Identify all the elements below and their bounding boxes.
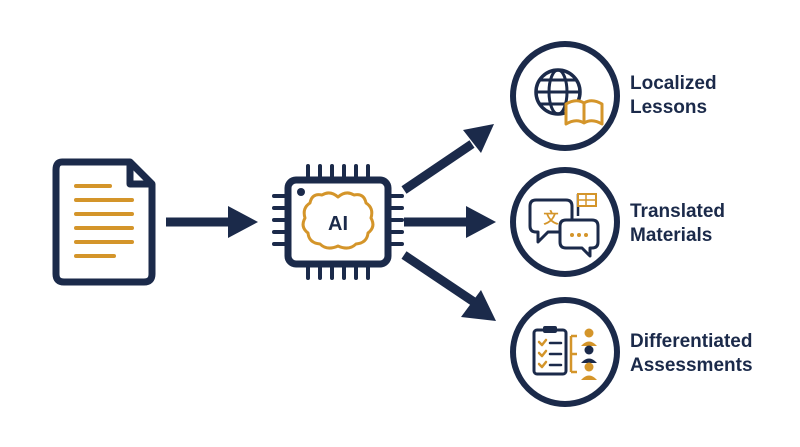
label-line: Materials [630, 225, 713, 246]
output-circle-localized [510, 41, 620, 151]
label-line: Lessons [630, 97, 708, 118]
globe-book-icon [534, 68, 604, 126]
ai-chip-icon: AI [272, 164, 404, 280]
arrow-to-ai [166, 206, 258, 238]
svg-text:文: 文 [543, 209, 559, 227]
output-label-translated-materials: Translated Materials [630, 200, 725, 248]
clipboard-students-icon [532, 326, 597, 380]
output-label-localized-lessons: Localized Lessons [630, 72, 717, 120]
label-line: Translated [630, 201, 726, 222]
output-label-differentiated-assessments: Differentiated Assessments [630, 330, 753, 378]
ai-chip-text: AI [328, 213, 348, 235]
output-circle-assessments [510, 297, 620, 407]
label-line: Localized [630, 73, 717, 94]
translation-chat-icon: 文 [528, 193, 600, 258]
document-icon [52, 158, 156, 286]
label-line: Assessments [630, 355, 753, 376]
output-circle-translated: 文 [510, 167, 620, 277]
arrow-to-localized [401, 124, 494, 194]
arrow-to-assessments [401, 251, 496, 321]
arrow-to-translated [404, 206, 496, 238]
brain-icon [301, 191, 375, 250]
document-text-lines [74, 184, 134, 258]
label-line: Differentiated [630, 331, 753, 352]
